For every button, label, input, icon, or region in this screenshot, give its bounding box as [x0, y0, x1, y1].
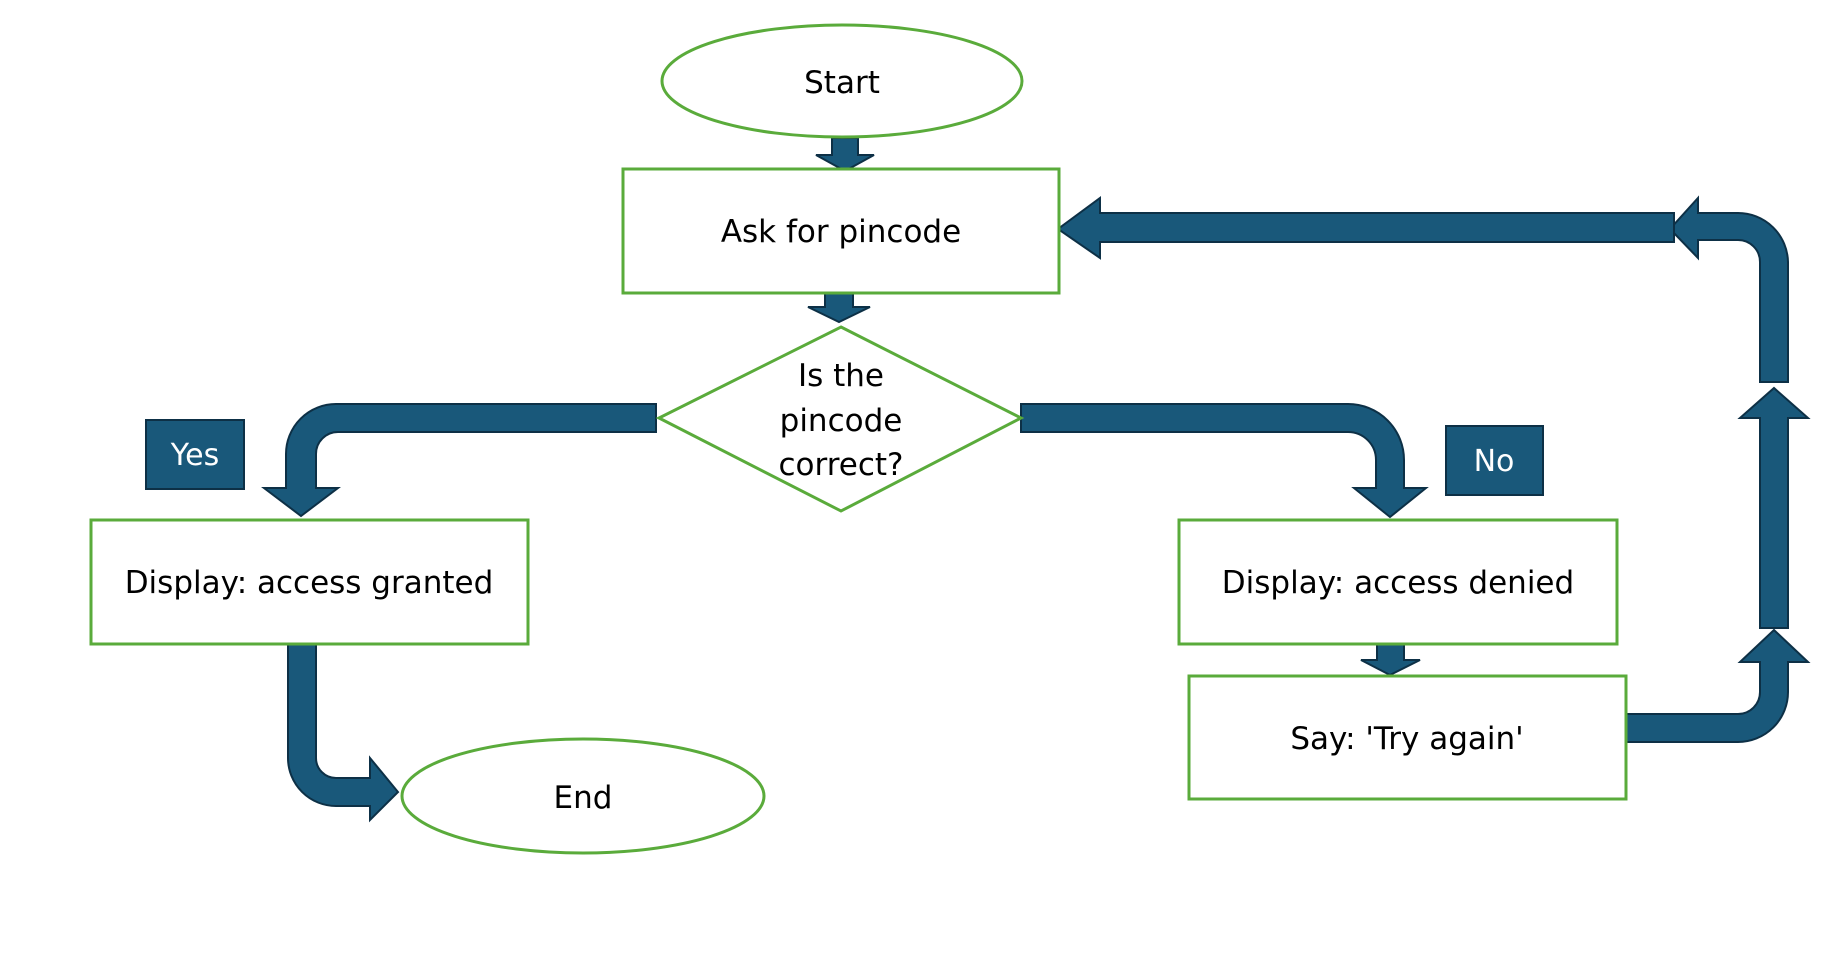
no-tag-label: No — [1474, 444, 1515, 479]
arrow-granted-to-end — [287, 639, 400, 823]
arrow-start-to-ask — [815, 137, 875, 173]
ask-pincode-node — [621, 167, 1061, 295]
arrow-loop-to-ask — [1056, 196, 1675, 260]
decision-node — [655, 325, 1025, 513]
arrow-decision-to-denied — [1020, 403, 1429, 519]
no-tag — [1445, 425, 1544, 496]
access-granted-label: Display: access granted — [125, 565, 494, 601]
try-again-label: Say: 'Try again' — [1290, 721, 1523, 757]
decision-label-line-2: pincode — [780, 403, 903, 439]
start-label: Start — [804, 65, 880, 101]
access-granted-node — [89, 518, 530, 646]
decision-label-line-1: Is the — [798, 358, 884, 394]
start-node — [660, 23, 1024, 139]
arrow-decision-to-granted — [261, 403, 657, 518]
access-denied-label: Display: access denied — [1222, 565, 1574, 601]
yes-tag-label: Yes — [170, 438, 219, 473]
end-node — [400, 737, 766, 855]
try-again-node — [1187, 674, 1628, 801]
decision-label-line-3: correct? — [779, 447, 904, 483]
end-label: End — [554, 780, 613, 816]
arrow-tryagain-loop-middle — [1737, 386, 1811, 629]
arrow-denied-to-tryagain — [1360, 642, 1421, 677]
arrow-tryagain-loop-upper — [1668, 195, 1789, 383]
yes-tag — [145, 419, 245, 490]
access-denied-node — [1177, 518, 1619, 646]
arrow-tryagain-loop-lower — [1617, 628, 1811, 743]
ask-pincode-label: Ask for pincode — [721, 214, 961, 250]
